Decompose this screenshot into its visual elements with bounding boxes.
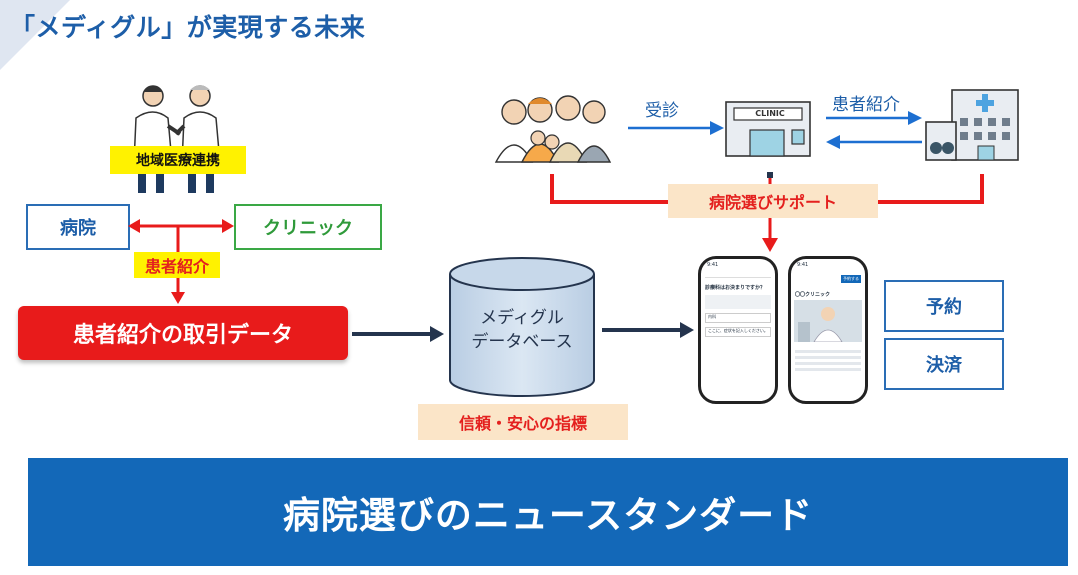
payment-box: 決済 bbox=[884, 338, 1004, 390]
phone-clinic-name: 〇〇クリニック bbox=[795, 292, 831, 298]
phone-right-time: 9:41 bbox=[797, 262, 809, 268]
bidirectional-arrows bbox=[826, 111, 922, 149]
reservation-box: 予約 bbox=[884, 280, 1004, 332]
page-title: 「メディグル」が実現する未来 bbox=[10, 13, 366, 42]
hospital-box: 病院 bbox=[26, 204, 130, 250]
trust-indicator-label: 信頼・安心の指標 bbox=[418, 404, 628, 440]
phone-left-input1[interactable]: 内科 bbox=[705, 313, 771, 323]
phone-left-question: 診療科はお決まりですか？ bbox=[705, 285, 766, 291]
regional-cooperation-tag: 地域医療連携 bbox=[110, 146, 246, 174]
referral-transaction-data: 患者紹介の取引データ bbox=[18, 306, 348, 360]
arrow-to-clinic bbox=[628, 121, 724, 135]
clinic-building-icon bbox=[725, 101, 811, 157]
phone-left-time: 9:41 bbox=[707, 262, 719, 268]
corner-decoration bbox=[0, 0, 70, 70]
phone-right: 9:41 予約する 〇〇クリニック bbox=[788, 256, 868, 404]
phone-left-input2[interactable]: ここに、症状を記入しください。 bbox=[705, 327, 771, 337]
family-icon bbox=[494, 95, 612, 163]
referral-tag: 患者紹介 bbox=[134, 252, 220, 278]
database-label-line1: メディグル bbox=[480, 308, 564, 328]
phone-reserve-button[interactable]: 予約する bbox=[841, 275, 861, 283]
phone-left: 9:41 診療科はお決まりですか？ 内科 ここに、症状を記入しください。 bbox=[698, 256, 778, 404]
arrow-to-app bbox=[602, 322, 694, 338]
clinic-box: クリニック bbox=[234, 204, 382, 250]
hospital-building-icon bbox=[925, 89, 1019, 161]
consultation-label: 受診 bbox=[645, 101, 679, 121]
clinic-sign: CLINIC bbox=[755, 109, 785, 118]
connector-dot bbox=[767, 172, 773, 178]
doctor-photo-icon bbox=[794, 300, 862, 343]
database-cylinder-icon bbox=[449, 257, 595, 397]
doctors-handshake-icon bbox=[133, 85, 221, 193]
referral-flow-label: 患者紹介 bbox=[832, 95, 900, 115]
tagline-banner: 病院選びのニュースタンダード bbox=[28, 458, 1068, 566]
arrow-to-database bbox=[352, 326, 444, 342]
database-label-line2: データベース bbox=[471, 332, 573, 352]
hospital-selection-support: 病院選びサポート bbox=[668, 184, 878, 218]
